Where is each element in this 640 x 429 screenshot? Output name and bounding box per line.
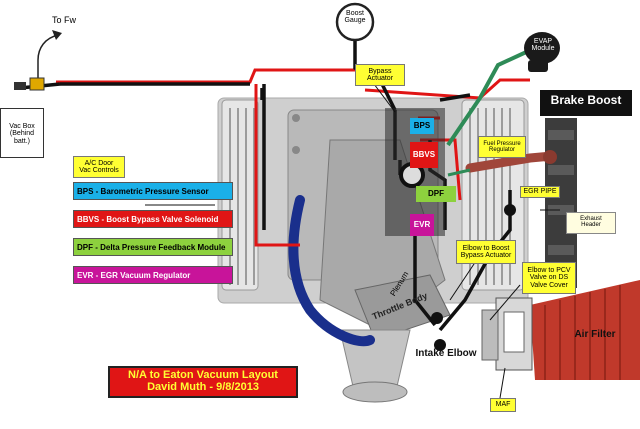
wire-to-firewall: [37, 34, 59, 82]
brake-boost-label: Brake Boost: [550, 93, 622, 107]
evr-label: EVR: [410, 214, 434, 236]
throttle-pulley: [434, 339, 446, 351]
vac-box-connector: [14, 77, 45, 91]
bps-label: BPS: [410, 118, 434, 134]
green-vacuum-line: [446, 46, 536, 147]
boost-gauge-dial: [335, 2, 375, 42]
to-fw-label: To Fw: [51, 15, 76, 25]
exhaust-header-shape: [545, 118, 577, 288]
title-line-2: David Muth - 9/8/2013: [147, 380, 259, 393]
red-vacuum-lines: [56, 68, 530, 247]
legend-bbvs: BBVS - Boost Bypass Valve Solenoid: [73, 210, 233, 228]
evap-module-label: EVAP Module: [531, 38, 555, 53]
intake-elbow-label: Intake Elbow: [415, 348, 477, 359]
title-box: N/A to Eaton Vacuum Layout David Muth - …: [108, 366, 298, 398]
legend-evr: EVR - EGR Vacuum Regulator: [73, 266, 233, 284]
air-filter-label: Air Filter: [574, 329, 616, 340]
evap-module-shape: [524, 32, 560, 72]
brake-boost-box: [540, 90, 632, 116]
egr-pipe-label: EGR PIPE: [520, 186, 560, 198]
bbvs-label: BBVS: [410, 142, 438, 168]
maf-shape: [481, 297, 533, 371]
ac-door-label: A/C Door Vac Controls: [73, 156, 125, 178]
air-filter-shape: [530, 280, 640, 380]
elbow-boost-bypass-label: Elbow to Boost Bypass Actuator: [456, 240, 516, 264]
title-line-1: N/A to Eaton Vacuum Layout: [128, 369, 278, 381]
bypass-actuator-label: Bypass Actuator: [355, 64, 405, 86]
intake-tube: [288, 195, 375, 347]
maf-label: MAF: [490, 398, 516, 412]
boost-gauge-label: Boost Gauge: [344, 10, 366, 25]
legend-bps: BPS - Barometric Pressure Sensor: [73, 182, 233, 200]
elbow-pcv-label: Elbow to PCV Valve on DS Valve Cover: [522, 262, 576, 294]
fuel-pressure-regulator-label: Fuel Pressure Regulator: [478, 136, 526, 158]
vac-box-label: Vac Box (Behind batt.): [0, 108, 44, 158]
dpf-label: DPF: [416, 186, 456, 202]
exhaust-header-label: Exhaust Header: [566, 212, 616, 234]
legend-dpf: DPF - Delta Pressure Feedback Module: [73, 238, 233, 256]
